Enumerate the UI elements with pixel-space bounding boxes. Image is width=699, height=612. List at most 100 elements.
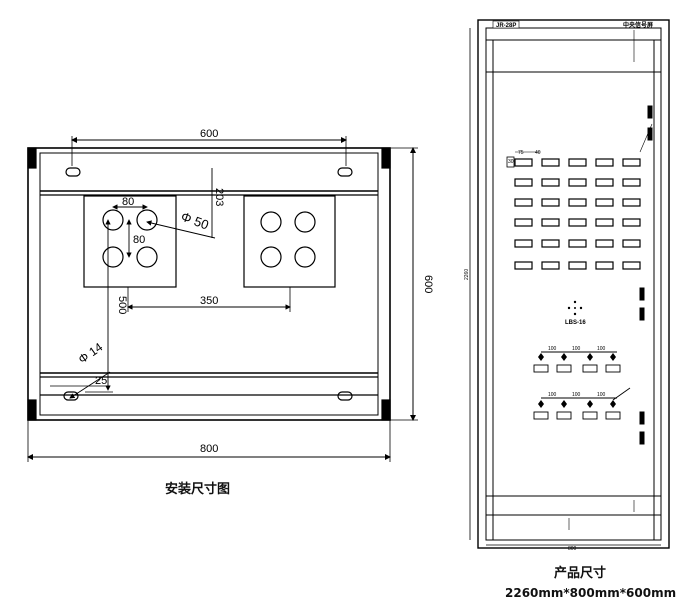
cable-hole [260, 211, 282, 233]
indicator-box [595, 218, 614, 227]
cable-hole [102, 246, 124, 268]
corner-block-bl [27, 399, 37, 421]
indicator-grid [514, 158, 641, 270]
lbs-label: LBS-16 [565, 320, 586, 326]
dim-text-203: 203 [213, 188, 225, 206]
indicator-box [541, 198, 560, 207]
dim-text-80-v: 80 [133, 234, 145, 246]
leader-phi50 [146, 220, 216, 239]
corner-block-tr [381, 147, 391, 169]
switch-group-lower [533, 387, 631, 420]
dim-text-100: 100 [548, 392, 557, 398]
cable-hole [260, 246, 282, 268]
cabinet-inner [485, 27, 662, 541]
hinge [639, 411, 645, 425]
dim-text-25: 25 [95, 375, 107, 387]
switch-knobs-lower [538, 400, 616, 408]
indicator-box [622, 239, 641, 248]
dim-text-30: 30 [508, 159, 514, 165]
installation-view [27, 136, 418, 462]
indicator-box [514, 158, 533, 167]
indicator-box [622, 261, 641, 270]
indicator-box [568, 158, 587, 167]
cable-entry-box-right [243, 195, 336, 288]
leader [612, 387, 631, 401]
dim-text-350: 350 [200, 295, 218, 307]
hinge [639, 287, 645, 301]
dim-text-80-h: 80 [122, 196, 134, 208]
switch-label-box [533, 411, 549, 420]
switch-group-upper [533, 351, 621, 373]
switch-label-box [605, 411, 621, 420]
cable-hole [136, 209, 158, 231]
cable-hole [136, 246, 158, 268]
indicator-box [622, 178, 641, 187]
cabinet-header-right: 中央信号屏 [623, 21, 653, 29]
dim-text-800: 800 [200, 443, 218, 455]
cable-hole [102, 209, 124, 231]
base-frame-outer [27, 147, 391, 421]
header-left-box [492, 20, 520, 29]
hinge [639, 431, 645, 445]
cabinet-outer [477, 19, 670, 549]
dim-text-100: 100 [572, 346, 581, 352]
base-frame-inner [39, 152, 379, 416]
indicator-box [568, 261, 587, 270]
indicator-box [568, 198, 587, 207]
dim-text-2260: 2260 [464, 269, 470, 280]
indicator-box [514, 261, 533, 270]
switch-knobs-upper [538, 353, 616, 361]
cabinet-header-left: JR-28P [496, 23, 516, 29]
dim-box-small [506, 156, 515, 168]
indicator-box [541, 158, 560, 167]
dim-text-40: 40 [535, 150, 541, 156]
indicator-box [541, 261, 560, 270]
mount-slot-tr [337, 167, 353, 177]
indicator-box [514, 198, 533, 207]
dim-text-cab-800: 800 [568, 546, 577, 552]
indicator-box [622, 158, 641, 167]
dim-text-phi50: Φ 50 [179, 209, 211, 233]
dim-text-100: 100 [548, 346, 557, 352]
indicator-box [568, 239, 587, 248]
indicator-box [595, 239, 614, 248]
dim-text-500: 500 [116, 296, 128, 314]
dim-text-100: 100 [597, 392, 606, 398]
product-caption: 产品尺寸 [554, 566, 607, 581]
hinge [639, 307, 645, 321]
mount-slot-tl [65, 167, 81, 177]
corner-block-tl [27, 147, 37, 169]
switch-label-box [533, 364, 549, 373]
dim-text-100: 100 [572, 392, 581, 398]
leader-phi14 [69, 371, 111, 399]
dim-text-phi14: Φ 14 [76, 340, 106, 367]
cable-entry-box-left [83, 195, 177, 288]
indicator-box [514, 239, 533, 248]
indicator-box [595, 261, 614, 270]
cabinet-view [469, 19, 670, 549]
cable-hole [294, 246, 316, 268]
lbs-symbol [567, 300, 583, 316]
indicator-box [541, 218, 560, 227]
switch-label-box [556, 411, 572, 420]
tick [639, 123, 653, 153]
indicator-box [568, 218, 587, 227]
indicator-box [595, 198, 614, 207]
indicator-box [622, 218, 641, 227]
indicator-box [541, 178, 560, 187]
product-size-text: 2260mm*800mm*600mm [505, 586, 677, 600]
dim-text-100: 100 [597, 346, 606, 352]
hinge [647, 127, 653, 141]
switch-label-box [556, 364, 572, 373]
dim-text-600-top: 600 [200, 128, 218, 140]
switch-label-box [582, 364, 598, 373]
indicator-box [514, 218, 533, 227]
mount-slot-bl [63, 391, 79, 401]
dim-text-75: 75 [518, 150, 524, 156]
dim-text-600-right: 600 [422, 275, 434, 293]
mount-slot-br [337, 391, 353, 401]
corner-block-br [381, 399, 391, 421]
indicator-box [541, 239, 560, 248]
install-caption: 安装尺寸图 [165, 482, 231, 497]
